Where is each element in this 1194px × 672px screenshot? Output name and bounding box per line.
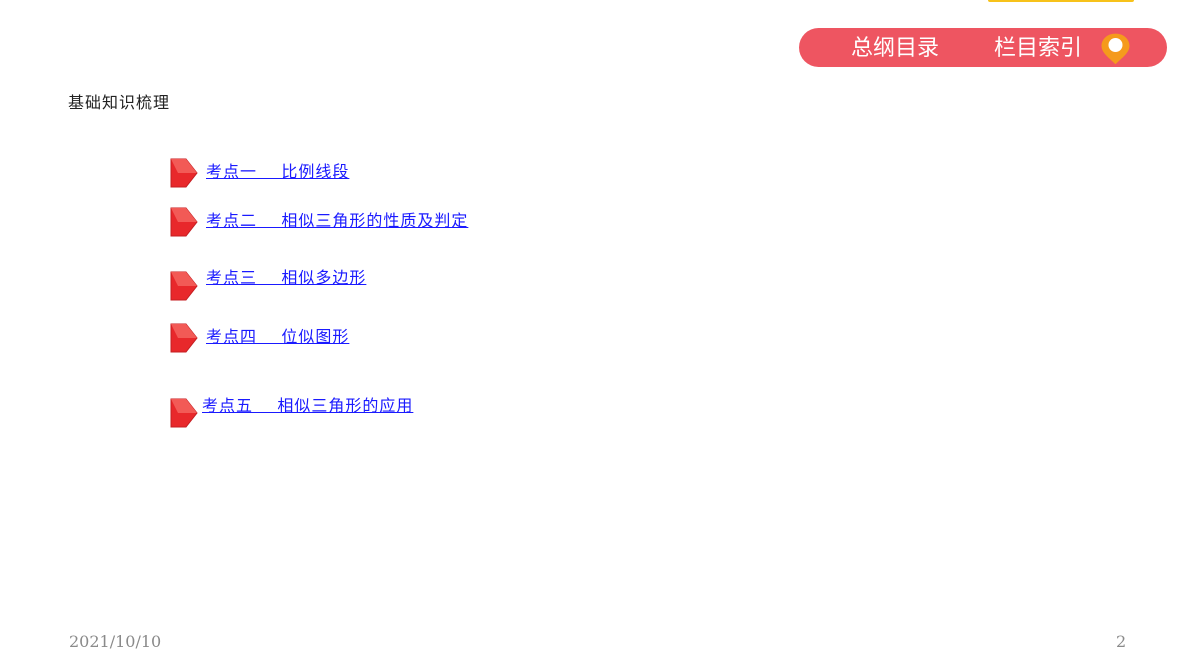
topic-link-1[interactable]: 考点一 比例线段 xyxy=(206,162,350,181)
arrow-bullet-icon xyxy=(170,158,198,188)
footer-date: 2021/10/10 xyxy=(69,632,162,651)
nav-bar: 总纲目录 栏目索引 xyxy=(799,28,1167,67)
topic-link-3[interactable]: 考点三 相似多边形 xyxy=(206,268,367,287)
page-number: 2 xyxy=(1116,632,1127,651)
top-accent-bar xyxy=(988,0,1134,2)
toc-button[interactable]: 总纲目录 xyxy=(851,36,940,61)
topic-link-2[interactable]: 考点二 相似三角形的性质及判定 xyxy=(206,211,469,230)
arrow-bullet-icon xyxy=(170,398,198,428)
map-pin-icon xyxy=(1101,33,1130,65)
arrow-bullet-icon xyxy=(170,271,198,301)
index-button[interactable]: 栏目索引 xyxy=(994,36,1083,61)
topic-link-5[interactable]: 考点五 相似三角形的应用 xyxy=(202,396,414,415)
arrow-bullet-icon xyxy=(170,323,198,353)
arrow-bullet-icon xyxy=(170,207,198,237)
section-title: 基础知识梳理 xyxy=(68,93,171,112)
topic-link-4[interactable]: 考点四 位似图形 xyxy=(206,327,350,346)
